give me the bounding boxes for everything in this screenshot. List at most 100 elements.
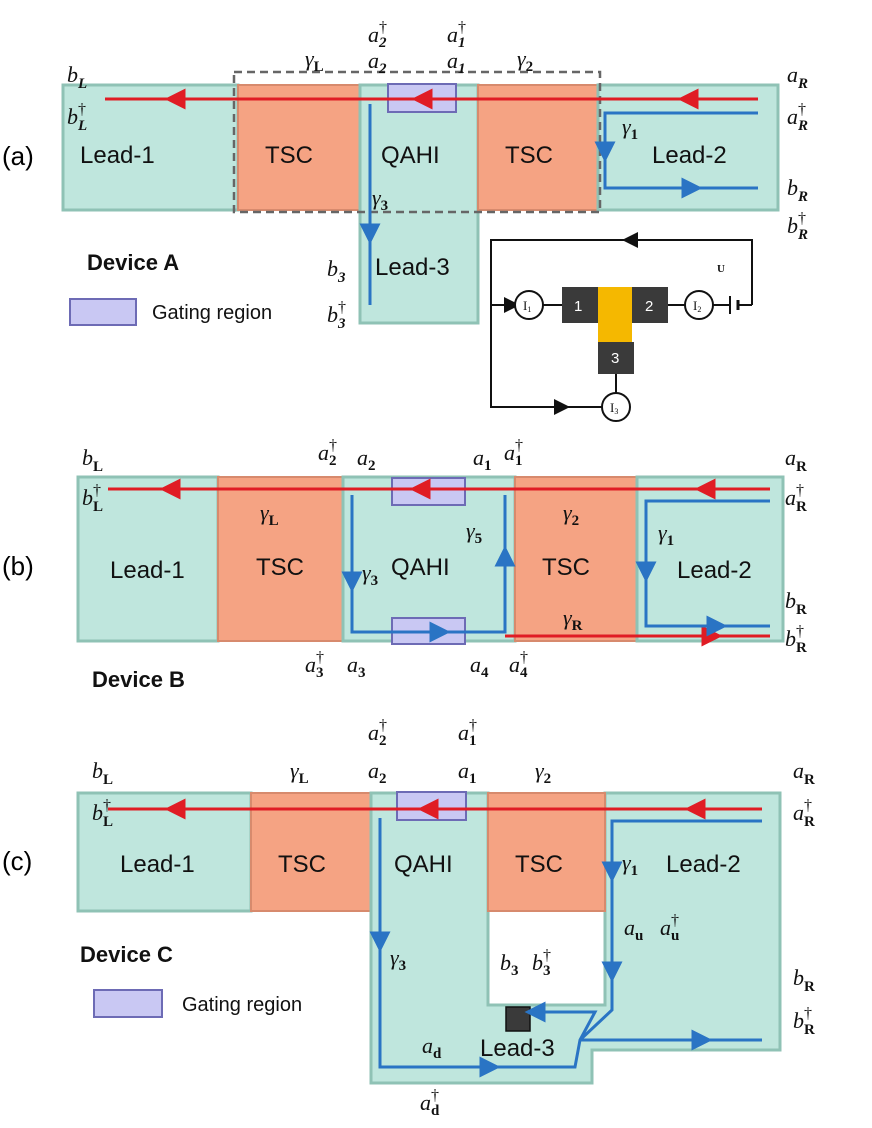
tsc-right-region (514, 476, 638, 642)
sym-gamma1: γ1 (658, 520, 674, 549)
tsc-right-region (487, 792, 606, 912)
terminal-3-label: 3 (611, 350, 619, 367)
sym-bR-dagger: b†R (785, 623, 807, 656)
sym-aR-dagger: a†R (785, 482, 807, 515)
sym-b3: b3 (500, 950, 519, 979)
panel-c-label: (c) (2, 846, 32, 876)
tsc-right-label: TSC (542, 554, 590, 581)
sym-aR: aR (787, 62, 808, 92)
sym-a2: a2 (368, 48, 387, 77)
sym-bR-dagger: b†R (787, 210, 808, 243)
lead-1-region (61, 83, 240, 212)
sym-bL: bL (92, 758, 113, 788)
sym-gamma2: γ2 (517, 46, 533, 75)
panel-b: (b) Lead-1 TSC QAHI TSC Lead-2 Device B … (2, 437, 807, 692)
sym-aR: aR (785, 445, 807, 475)
panel-c: (c) Lead-1 TSC QAHI TSC Lead-2 Lead-3 De… (2, 717, 815, 1119)
sym-bL-dagger: b†L (92, 797, 113, 830)
sym-bR-dagger: b†R (793, 1005, 815, 1038)
sym-bR: bR (793, 965, 815, 995)
qahi-label: QAHI (394, 851, 453, 878)
sym-a1-dagger: a†1 (458, 717, 477, 749)
sym-gamma3: γ3 (390, 945, 406, 974)
legend-gate-label: Gating region (152, 302, 272, 324)
qahi-label: QAHI (391, 554, 450, 581)
tsc-right-label: TSC (505, 142, 553, 169)
ammeter-i2-label: I2 (693, 298, 701, 314)
lead-1-label: Lead-1 (120, 851, 195, 878)
sym-a3-dagger: a†3 (305, 649, 324, 681)
device-b-title: Device B (92, 667, 185, 692)
sym-au-dagger: a†u (660, 912, 679, 944)
tsc-right-region (477, 84, 599, 211)
tsc-left-label: TSC (265, 142, 313, 169)
circuit-inset: U 1 2 3 I1 I2 I3 (490, 232, 753, 422)
terminal-1 (562, 287, 598, 323)
legend-gate-swatch (93, 989, 163, 1018)
legend-gate-swatch (69, 298, 137, 326)
terminal-3 (598, 342, 634, 374)
tsc-left-region (250, 792, 372, 912)
qahi-lead2-lead3-region (369, 791, 782, 1085)
sym-aR: aR (793, 758, 815, 788)
sym-a4: a4 (470, 652, 489, 681)
sym-au: au (624, 915, 643, 944)
lead-1-label: Lead-1 (80, 142, 155, 169)
sym-bR: bR (785, 588, 807, 618)
terminal-2 (632, 287, 668, 323)
lead-2-label: Lead-2 (666, 851, 741, 878)
sym-b3-dagger: b†3 (327, 299, 346, 332)
sym-gamma5: γ5 (466, 518, 482, 547)
sym-gamma1: γ1 (622, 114, 638, 143)
tsc-left-label: TSC (256, 554, 304, 581)
sym-a1: a1 (447, 48, 466, 77)
sym-bR: bR (787, 175, 808, 205)
sym-a2: a2 (357, 445, 376, 474)
sym-gammaR: γR (563, 605, 583, 634)
ammeter-i3 (601, 392, 631, 422)
sym-gamma3: γ3 (362, 560, 378, 589)
terminal-2-label: 2 (645, 298, 653, 315)
ammeter-i3-label: I3 (610, 400, 618, 416)
sym-ad-dagger: a†d (420, 1087, 440, 1119)
sym-aR-dagger: a†R (793, 797, 815, 830)
sym-a2: a2 (368, 758, 387, 787)
lead-3-contact (505, 1006, 531, 1032)
terminal-1-label: 1 (574, 298, 582, 315)
sym-gamma2: γ2 (563, 500, 579, 529)
blue-edge-lead2-down (578, 819, 762, 1042)
sym-a1: a1 (458, 758, 477, 787)
lead-2-label: Lead-2 (677, 557, 752, 584)
device-c-title: Device C (80, 942, 173, 967)
tsc-right-label: TSC (515, 851, 563, 878)
sym-b3: b3 (327, 256, 346, 286)
voltage-label: U (717, 263, 725, 275)
panel-a-label: (a) (2, 141, 34, 171)
sym-gammaL: γL (290, 758, 309, 787)
sym-a1: a1 (473, 445, 492, 474)
lead-1-region (76, 475, 220, 643)
sym-gamma3: γ3 (372, 185, 388, 214)
sym-gammaL: γL (305, 46, 324, 75)
ammeter-i2 (684, 290, 714, 320)
lead-2-label: Lead-2 (652, 142, 727, 169)
panel-b-label: (b) (2, 551, 34, 581)
sym-aR-dagger: a†R (787, 101, 808, 134)
ammeter-i1-label: I1 (523, 298, 531, 314)
sym-ad: ad (422, 1033, 442, 1062)
sym-bL-dagger: b†L (67, 101, 87, 134)
tsc-left-region (237, 84, 361, 211)
sym-a3: a3 (347, 652, 366, 681)
tsc-left-region (217, 476, 344, 642)
sym-a2-dagger: a†2 (318, 437, 337, 469)
panel-a: (a) Lead-1 TSC QAHI TSC Lead-2 Lead-3 De… (2, 19, 808, 422)
sym-gamma1: γ1 (622, 850, 638, 879)
lead-1-label: Lead-1 (110, 557, 185, 584)
sym-a2-dagger: a†2 (368, 717, 387, 749)
sym-gammaL: γL (260, 500, 279, 529)
lead-3-label: Lead-3 (480, 1035, 555, 1062)
sym-a4-dagger: a†4 (509, 649, 528, 681)
sym-bL: bL (67, 62, 87, 92)
blue-edge-qahi-loop (378, 818, 598, 1069)
